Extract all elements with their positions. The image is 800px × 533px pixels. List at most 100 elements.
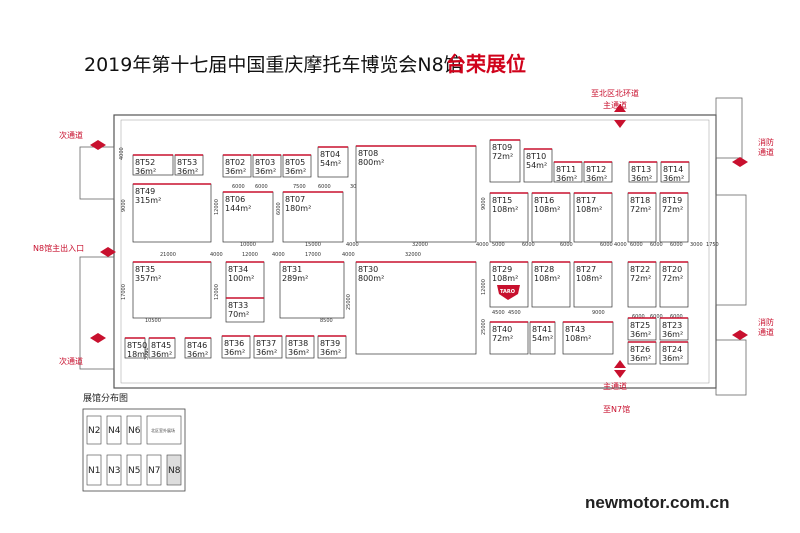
svg-text:TARO: TARO (500, 289, 515, 295)
booth-area: 72m² (630, 205, 651, 214)
svg-text:9000: 9000 (592, 310, 605, 316)
svg-text:3000: 3000 (144, 347, 150, 360)
booth-id: 8T43 (565, 325, 585, 334)
booth-id: 8T15 (492, 196, 512, 205)
booth-area: 36m² (285, 167, 306, 176)
svg-text:3000: 3000 (690, 242, 703, 248)
booth-id: 8T10 (526, 152, 546, 161)
svg-text:N7: N7 (148, 466, 160, 476)
booth-area: 54m² (526, 161, 547, 170)
svg-text:1750: 1750 (706, 242, 719, 248)
booth-id: 8T06 (225, 195, 245, 204)
booth-layer: 8T5236m²8T5336m²8T0236m²8T0336m²8T0536m²… (124, 139, 690, 365)
booth-outline (489, 261, 529, 308)
booth-id: 8T27 (576, 265, 596, 274)
booth-id: 8T07 (285, 195, 305, 204)
booth-outline (222, 191, 274, 243)
booth-id: 8T45 (151, 341, 171, 350)
booth-area: 36m² (187, 350, 208, 359)
booth-area: 54m² (320, 159, 341, 168)
arrow-left-icon (732, 157, 740, 167)
svg-text:12000: 12000 (481, 279, 487, 295)
booth-id: 8T41 (532, 325, 552, 334)
booth-area: 72m² (662, 205, 683, 214)
svg-text:17000: 17000 (305, 252, 321, 258)
booth-id: 8T24 (662, 345, 682, 354)
booth-area: 108m² (492, 205, 518, 214)
svg-text:7500: 7500 (293, 184, 306, 190)
svg-text:N6: N6 (128, 426, 141, 436)
booth-outline (279, 261, 345, 319)
arrow-left-icon (100, 247, 108, 257)
svg-text:15000: 15000 (305, 242, 321, 248)
svg-text:N8: N8 (168, 466, 181, 476)
fire-top-label: 消防通道 (758, 137, 774, 157)
svg-text:6000: 6000 (276, 202, 282, 215)
booth-outline (355, 261, 477, 355)
booth-id: 8T02 (225, 158, 245, 167)
booth-outline (531, 192, 571, 243)
svg-text:4000: 4000 (119, 147, 125, 160)
svg-text:4000: 4000 (346, 242, 359, 248)
booth-id: 8T46 (187, 341, 207, 350)
svg-text:9000: 9000 (481, 197, 487, 210)
svg-text:N1: N1 (88, 466, 100, 476)
booth-area: 36m² (151, 350, 172, 359)
service-right-mid (715, 194, 747, 306)
booth-id: 8T37 (256, 339, 276, 348)
svg-text:北区室外展场: 北区室外展场 (151, 427, 175, 433)
secondary-aisle-top-label: 次通道 (59, 130, 83, 140)
booth-area: 36m² (177, 167, 198, 176)
booth-id: 8T52 (135, 158, 155, 167)
booth-area: 180m² (285, 204, 311, 213)
svg-text:8500: 8500 (320, 318, 333, 324)
booth-id: 8T05 (285, 158, 305, 167)
booth-id: 8T53 (177, 158, 197, 167)
booth-area: 108m² (576, 274, 602, 283)
svg-text:4000: 4000 (272, 252, 285, 258)
booth-id: 8T35 (135, 265, 155, 274)
svg-text:N2: N2 (88, 426, 100, 436)
svg-text:9000: 9000 (121, 199, 127, 212)
booth-id: 8T26 (630, 345, 650, 354)
booth-area: 36m² (224, 348, 245, 357)
booth-outline (573, 192, 613, 243)
svg-text:32000: 32000 (405, 252, 421, 258)
svg-text:12000: 12000 (242, 252, 258, 258)
booth-id: 8T39 (320, 339, 340, 348)
booth-area: 36m² (663, 174, 684, 183)
booth-id: 8T25 (630, 321, 650, 330)
arrow-right-icon (98, 140, 106, 150)
booth-highlight-title: 台荣展位 (446, 52, 526, 76)
booth-area: 36m² (630, 330, 651, 339)
booth-id: 8T38 (288, 339, 308, 348)
booth-id: 8T50 (127, 341, 147, 350)
booth-outline (531, 261, 571, 308)
arrow-left-icon (90, 333, 98, 343)
svg-text:6000: 6000 (255, 184, 268, 190)
booth-area: 108m² (492, 274, 518, 283)
booth-id: 8T18 (630, 196, 650, 205)
main-entrance-label: N8馆主出入口 (33, 243, 84, 253)
arrow-down-icon (614, 370, 626, 378)
svg-text:6000: 6000 (632, 314, 645, 320)
svg-text:4000: 4000 (476, 242, 489, 248)
booth-area: 36m² (256, 348, 277, 357)
stairwell-left-top (79, 146, 115, 200)
